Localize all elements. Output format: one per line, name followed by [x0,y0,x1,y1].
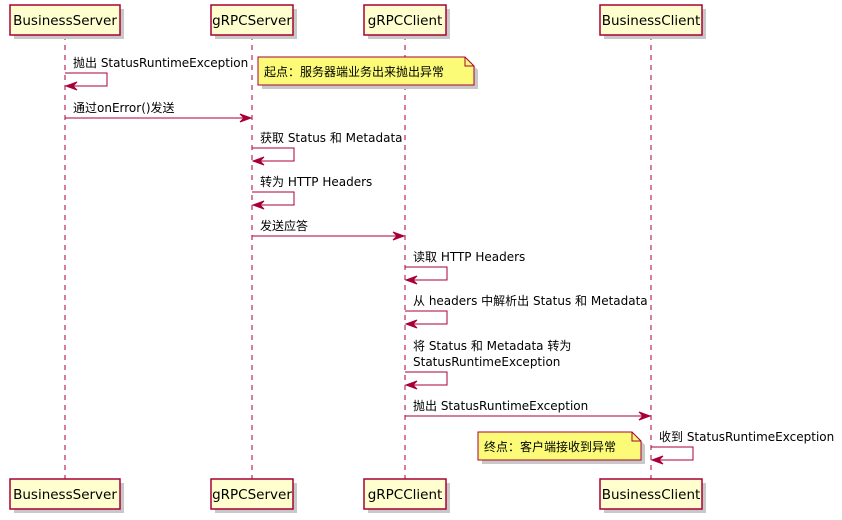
participant-bs-bottom[interactable]: BusinessServer [9,478,124,513]
self-arrow-line [405,371,448,386]
participant-label: BusinessClient [602,13,701,29]
participant-label: gRPCClient [368,487,443,503]
participant-label: gRPCServer [212,487,292,503]
self-arrow-line [252,147,295,162]
arrow-head [650,455,664,465]
message-8[interactable]: 将 Status 和 Metadata 转为 StatusRuntimeExce… [404,338,571,390]
participant-label: gRPCServer [212,13,292,29]
message-9[interactable]: 抛出 StatusRuntimeException [405,398,652,421]
participant-bc-top[interactable]: BusinessClient [599,4,706,39]
message-1[interactable]: 抛出 StatusRuntimeException [64,55,248,91]
self-arrow-line [405,266,448,281]
participant-label: BusinessServer [13,487,117,503]
message-10[interactable]: 收到 StatusRuntimeException [650,430,834,465]
message-label: 获取 Status 和 Metadata [260,131,403,145]
note-body [257,56,475,86]
message-label: 将 Status 和 Metadata 转为 [413,338,571,353]
participant-bc-bottom[interactable]: BusinessClient [599,478,706,513]
message-label: 抛出 StatusRuntimeException [73,55,248,70]
message-5[interactable]: 发送应答 [252,218,406,241]
message-label: 从 headers 中解析出 Status 和 Metadata [413,293,648,308]
note-1[interactable]: 起点：服务器端业务出来抛出异常 [257,56,478,89]
arrow-head [404,380,418,390]
note-body [477,431,642,461]
participant-box [599,478,703,510]
arrow-head [239,113,253,123]
message-4[interactable]: 转为 HTTP Headers [251,174,372,210]
message-3[interactable]: 获取 Status 和 Metadata [251,131,403,166]
participants-bottom: BusinessServer gRPCServer gRPCClient Busine… [9,478,706,513]
participant-label: BusinessClient [602,487,701,503]
message-label: 通过onError()发送 [73,100,175,115]
arrow-head [404,275,418,285]
message-label: 发送应答 [260,218,308,233]
arrow-head [638,411,652,421]
participant-box [210,4,294,36]
messages: 抛出 StatusRuntimeException 通过onError()发送获取… [64,55,834,465]
arrow-head [392,231,406,241]
message-label: 抛出 StatusRuntimeException [413,398,588,413]
participant-gs-bottom[interactable]: gRPCServer [210,478,297,513]
self-arrow-line [65,72,108,87]
message-2[interactable]: 通过onError()发送 [65,100,253,123]
arrow-head [251,200,265,210]
note-text: 终点：客户端接收到异常 [484,439,616,454]
message-7[interactable]: 从 headers 中解析出 Status 和 Metadata [404,293,648,329]
participant-box [363,478,447,510]
self-arrow-line [651,446,694,461]
participant-box [210,478,294,510]
participant-gc-bottom[interactable]: gRPCClient [363,478,450,513]
participant-box [363,4,447,36]
participant-label: gRPCClient [368,13,443,29]
participant-gc-top[interactable]: gRPCClient [363,4,450,39]
participant-box [9,4,121,36]
arrow-head [64,81,78,91]
participants-top: BusinessServer gRPCServer gRPCClient Busine… [9,4,706,39]
note-fold [631,432,641,442]
self-arrow-line [405,310,448,325]
self-arrow-line [252,191,295,206]
note-fold [464,57,474,67]
message-label: 收到 StatusRuntimeException [659,430,834,444]
note-text: 起点：服务器端业务出来抛出异常 [264,64,444,79]
message-label: 转为 HTTP Headers [260,174,372,189]
message-label: 读取 HTTP Headers [413,250,525,264]
participant-gs-top[interactable]: gRPCServer [210,4,297,39]
arrow-head [251,156,265,166]
lifelines [64,35,652,479]
participant-bs-top[interactable]: BusinessServer [9,4,124,39]
message-6[interactable]: 读取 HTTP Headers [404,250,525,285]
participant-box [9,478,121,510]
note-2[interactable]: 终点：客户端接收到异常 [477,431,645,464]
arrow-head [404,319,418,329]
participant-box [599,4,703,36]
participant-label: BusinessServer [13,13,117,29]
message-label: StatusRuntimeException [413,355,560,369]
